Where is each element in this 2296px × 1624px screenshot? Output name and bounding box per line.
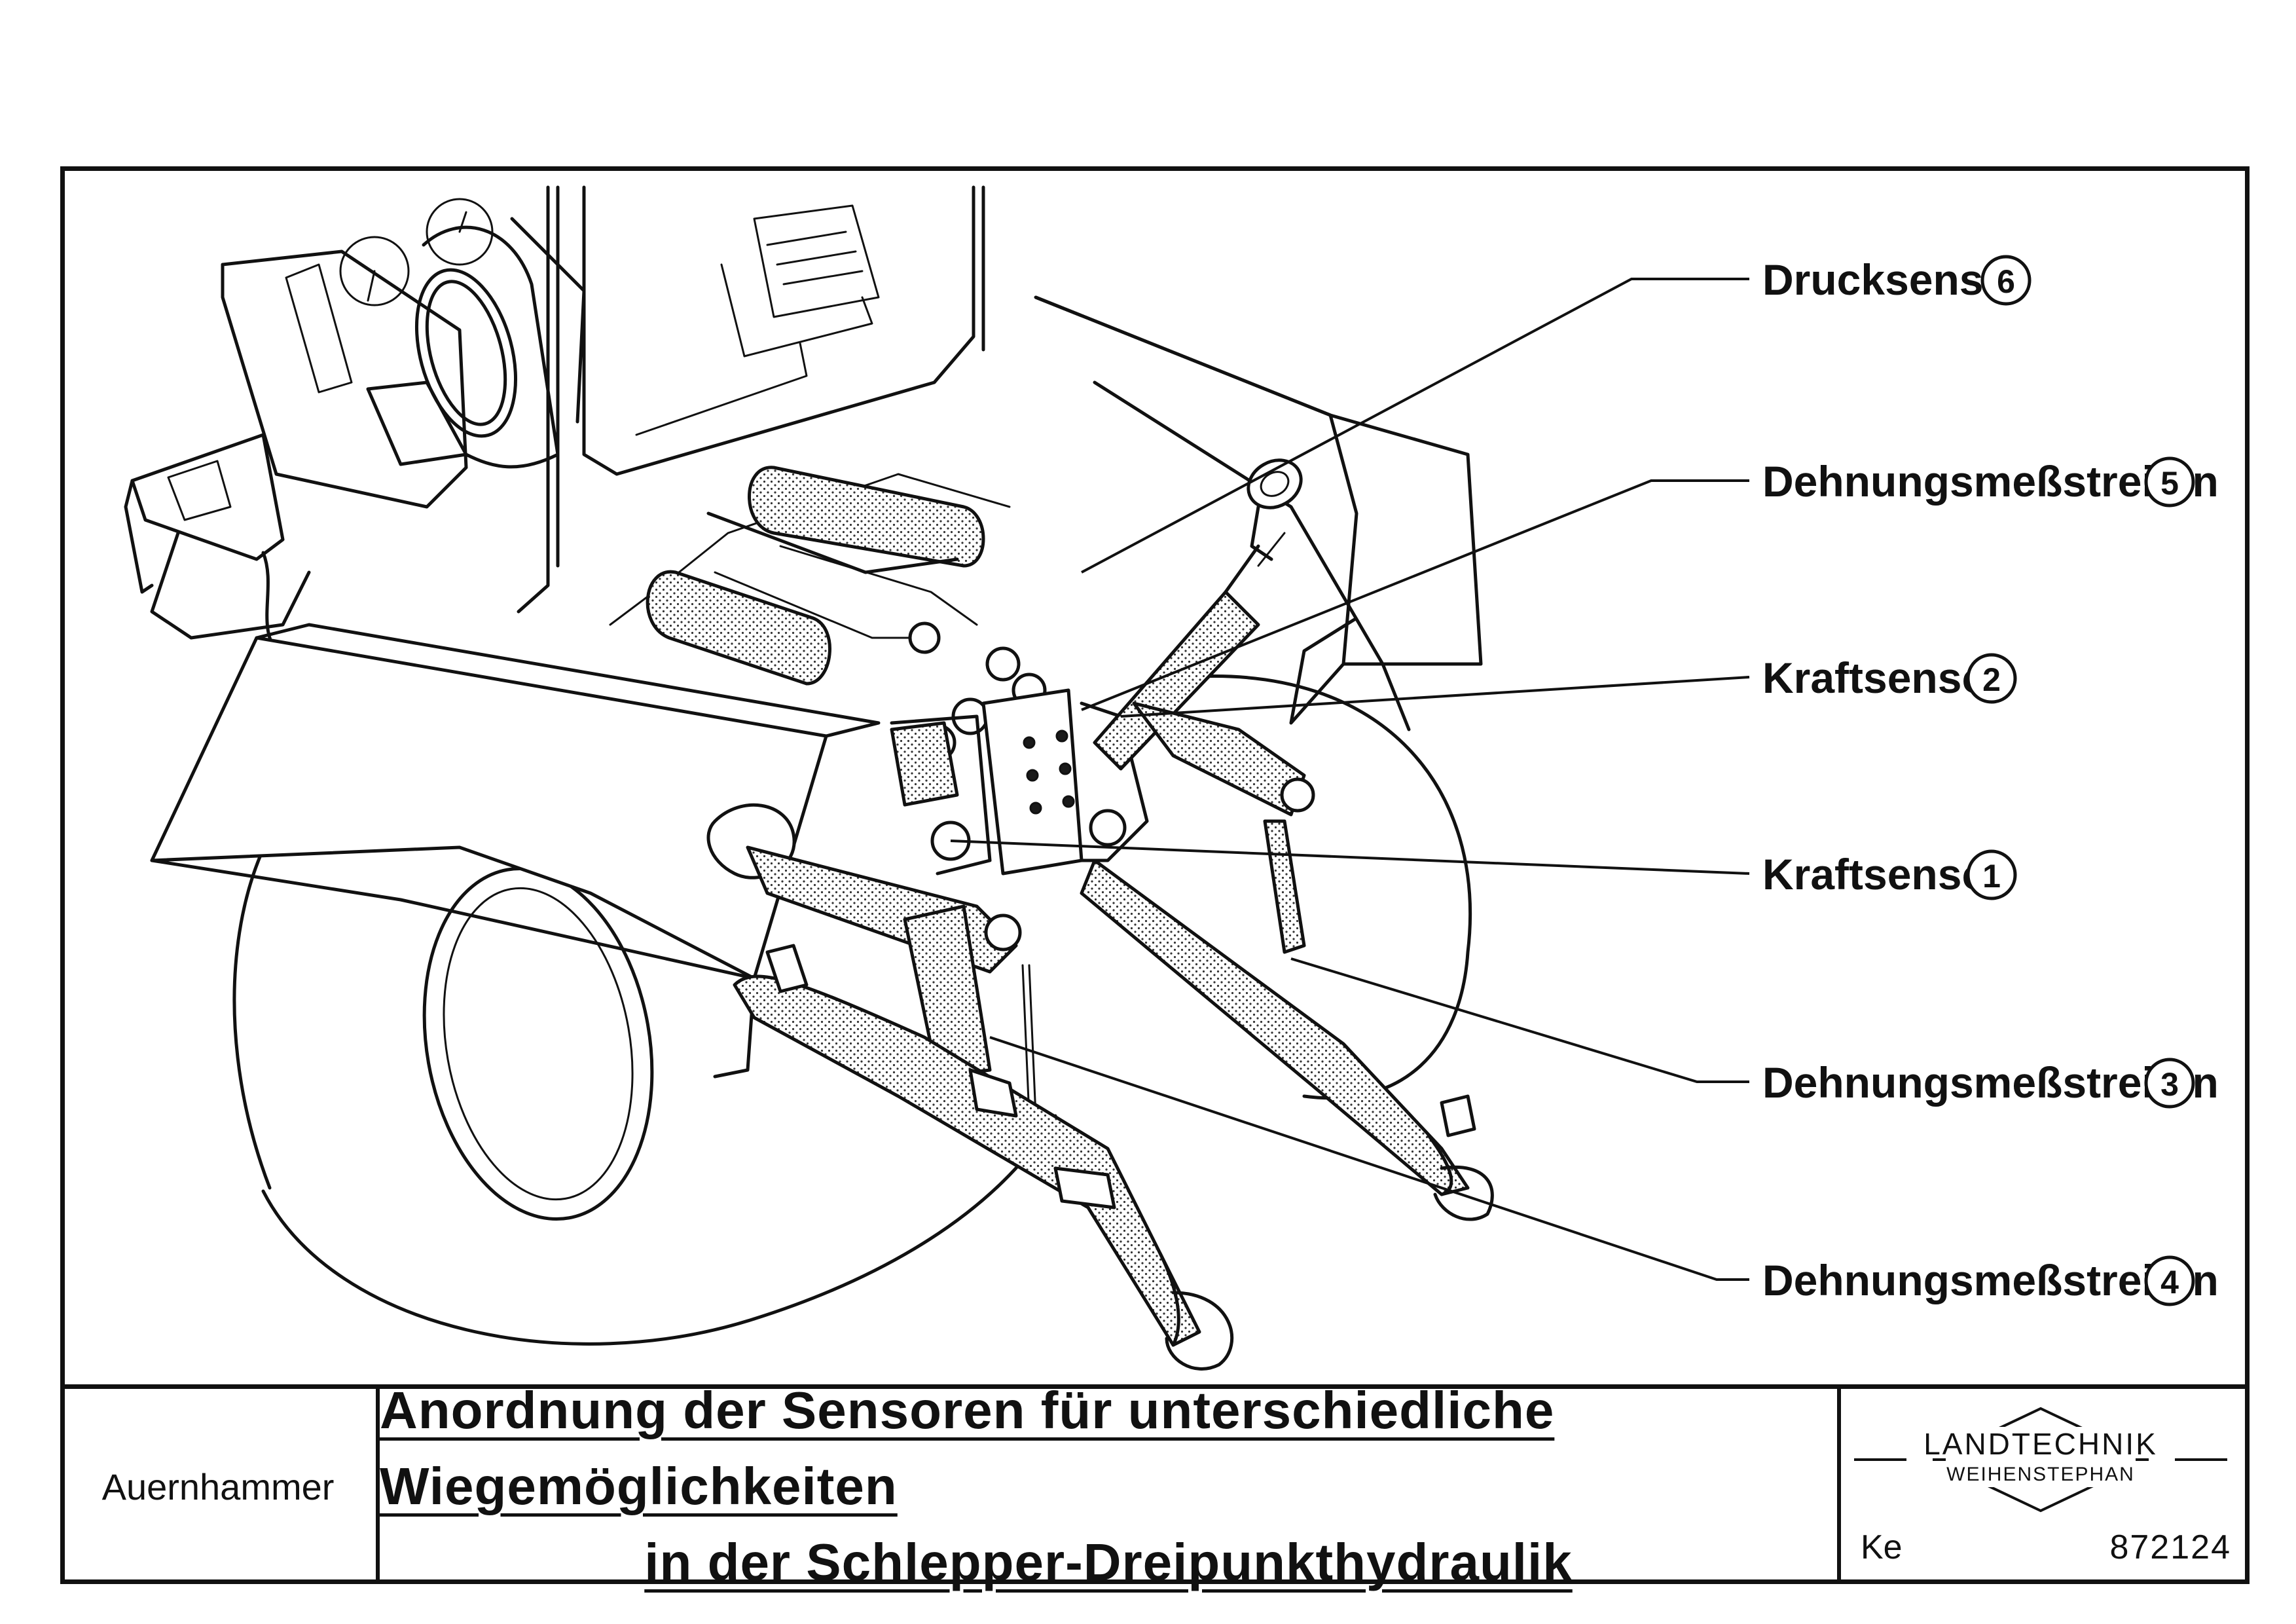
leader-dehnungsmessstreifen-4 <box>989 1036 1749 1281</box>
label-number: 5 <box>2160 465 2179 502</box>
code-ke: Ke <box>1861 1528 1903 1566</box>
label-name: Kraftsensor <box>1762 850 2005 898</box>
title-cell: Anordnung der Sensoren für unterschiedli… <box>380 1381 1841 1591</box>
author-cell: Auernhammer <box>60 1389 380 1584</box>
leader-dehnungsmessstreifen-5 <box>1081 479 1749 711</box>
leader-dehnungsmessstreifen-3 <box>1290 957 1749 1083</box>
label-number: 4 <box>2160 1264 2179 1301</box>
terminal-display-icon <box>753 204 880 318</box>
label-number: 3 <box>2160 1066 2179 1103</box>
leader-drucksensor-6 <box>1081 278 1749 574</box>
drawing-number: 872124 <box>2109 1528 2231 1566</box>
label-number: 2 <box>1982 661 2001 698</box>
logo-cell: LANDTECHNIK WEIHENSTEPHAN Ke 872124 <box>1841 1389 2240 1584</box>
label-kraftsensor-1: Kraftsensor 1 <box>1762 849 2017 900</box>
author-name: Auernhammer <box>101 1466 335 1507</box>
label-name: Dehnungsmeßstreifen <box>1762 1058 2219 1107</box>
steering-wheel-icon <box>414 268 518 438</box>
label-drucksensor-6: Drucksensor 6 <box>1762 255 2032 306</box>
label-name: Dehnungsmeßstreifen <box>1762 457 2219 506</box>
title-line-1: Anordnung der Sensoren für unterschiedli… <box>380 1381 1555 1515</box>
label-name: Kraftsensor <box>1762 654 2005 702</box>
tractor-body <box>150 295 1483 1346</box>
left-lift-linkage <box>706 803 1234 1371</box>
logo-line-2: WEIHENSTEPHAN <box>1946 1464 2135 1485</box>
label-number: 6 <box>1997 263 2015 300</box>
label-dehnungsmessstreifen-5: Dehnungsmeßstreifen 5 <box>1762 456 2219 507</box>
title-line-2: in der Schlepper-Dreipunkthydraulik <box>644 1533 1573 1591</box>
label-kraftsensor-2: Kraftsensor 2 <box>1762 653 2017 704</box>
gauge-right-icon <box>426 198 494 266</box>
gauge-left-icon <box>339 236 410 306</box>
label-dehnungsmessstreifen-3: Dehnungsmeßstreifen 3 <box>1762 1058 2219 1109</box>
right-lift-linkage <box>1080 701 1494 1221</box>
cab-frame <box>517 185 985 614</box>
label-dehnungsmessstreifen-4: Dehnungsmeßstreifen 4 <box>1762 1255 2219 1306</box>
cab-dashboard <box>124 198 586 653</box>
logo-line-1: LANDTECHNIK <box>1923 1427 2158 1461</box>
hydraulic-cylinders <box>646 466 1047 762</box>
hitch-tower <box>890 688 1149 876</box>
title-block: Auernhammer Anordnung der Sensoren für u… <box>60 1381 2250 1591</box>
label-number: 1 <box>1982 858 2001 895</box>
label-name: Dehnungsmeßstreifen <box>1762 1256 2219 1304</box>
rear-wheel-hub-icon <box>422 866 654 1221</box>
tractor-hitch-illustration: Drucksensor 6 Dehnungsmeßstreifen 5 Kraf… <box>124 185 2219 1371</box>
leader-lines <box>950 278 1750 1281</box>
leader-kraftsensor-2 <box>1120 676 1750 718</box>
leader-kraftsensor-1 <box>950 840 1750 875</box>
top-link <box>1093 458 1303 771</box>
landtechnik-logo: LANDTECHNIK WEIHENSTEPHAN <box>1854 1407 2227 1513</box>
